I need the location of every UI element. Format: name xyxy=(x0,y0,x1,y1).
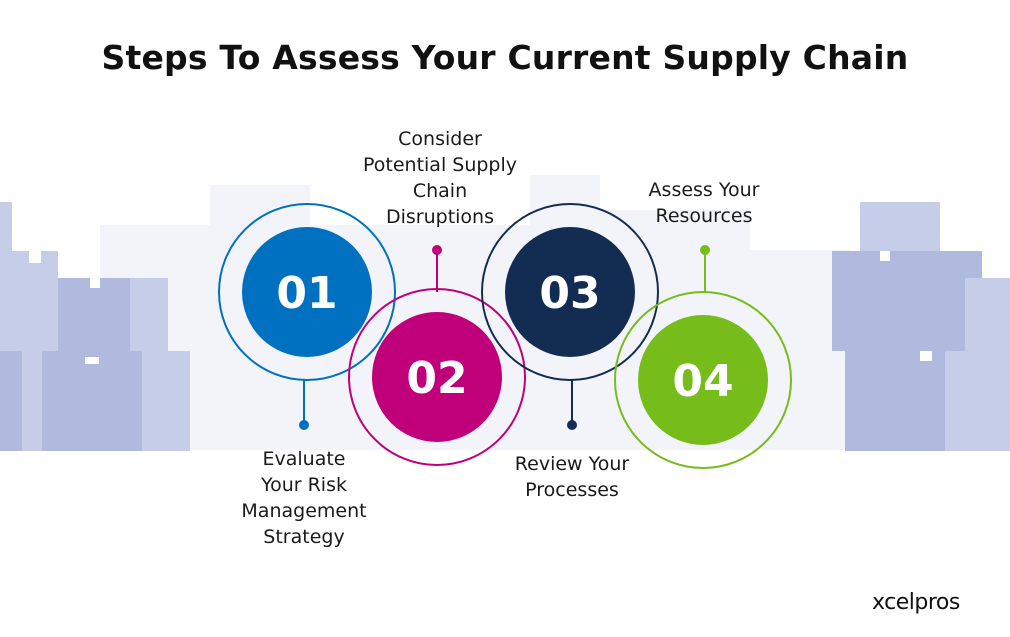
outer-ring xyxy=(614,291,792,469)
step-number: 04 xyxy=(672,356,733,407)
step-04: 04 xyxy=(614,245,792,469)
step-number: 03 xyxy=(539,268,600,319)
step-number: 02 xyxy=(406,353,467,404)
connector-dot xyxy=(567,420,577,430)
inner-circle xyxy=(242,227,372,357)
boxes-left xyxy=(0,202,190,451)
connector-dot xyxy=(299,420,309,430)
inner-circle xyxy=(638,315,768,445)
step-02-label: Consider Potential Supply Chain Disrupti… xyxy=(362,128,518,228)
step-02: 02 xyxy=(348,245,526,466)
connector-dot xyxy=(700,245,710,255)
outer-ring xyxy=(348,288,526,466)
step-03-label: Review Your Processes xyxy=(514,453,630,501)
inner-circle xyxy=(372,312,502,442)
step-04-label: Assess Your Resources xyxy=(648,179,760,227)
step-number: 01 xyxy=(276,268,337,319)
xcelpros-logo: xcelpros xyxy=(872,590,960,615)
step-01: 01 xyxy=(218,203,396,430)
step-03: 03 xyxy=(481,203,659,430)
boxes-right xyxy=(832,202,1010,451)
outer-ring xyxy=(218,203,396,381)
outer-ring xyxy=(481,203,659,381)
connector-dot xyxy=(432,245,442,255)
page-title: Steps To Assess Your Current Supply Chai… xyxy=(101,38,909,77)
inner-circle xyxy=(505,227,635,357)
step-01-label: Evaluate Your Risk Management Strategy xyxy=(241,448,367,548)
